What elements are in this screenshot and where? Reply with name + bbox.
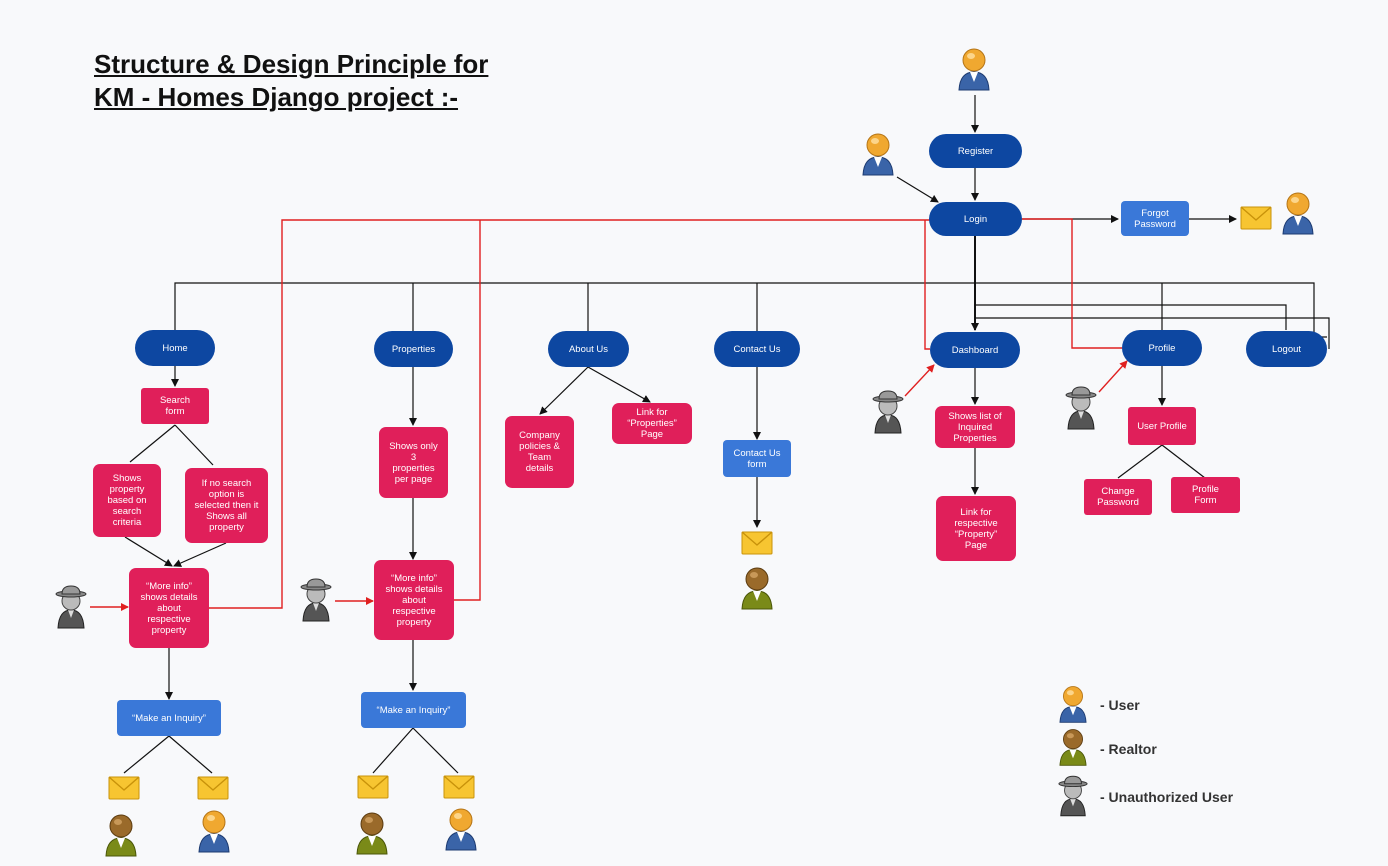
legend-unauthorized-icon [1058,775,1088,817]
envelope-icon [108,776,140,800]
more-info-home-node: “More info” shows details about respecti… [129,568,209,648]
legend-user-icon [1059,686,1087,723]
envelope-icon [357,775,389,799]
login-node: Login [929,202,1022,236]
no-search-node: If no search option is selected then it … [185,468,268,543]
envelope-icon [443,775,475,799]
user-profile-node: User Profile [1128,407,1196,445]
realtor-icon [741,567,773,610]
user-icon [445,808,477,851]
realtor-icon [356,812,388,855]
properties-node: Properties [374,331,453,367]
title-line-2: KM - Homes Django project :- [94,82,459,112]
envelope-icon [197,776,229,800]
register-node: Register [929,134,1022,168]
more-info-properties-node: “More info” shows details about respecti… [374,560,454,640]
profile-node: Profile [1122,330,1202,366]
company-policies-node: Company policies & Team details [505,416,574,488]
link-property-node: Link for respective “Property” Page [936,496,1016,561]
unauthorized-user-icon [872,390,904,434]
legend-user-label: - User [1100,697,1140,713]
user-icon [1282,192,1314,235]
logout-node: Logout [1246,331,1327,367]
user-icon [958,48,990,91]
shows-3-properties-node: Shows only 3 properties per page [379,427,448,498]
shows-property-node: Shows property based on search criteria [93,464,161,537]
contact-us-form-node: Contact Us form [723,440,791,477]
title-line-1: Structure & Design Principle for [94,49,489,79]
about-us-node: About Us [548,331,629,367]
profile-form-node: Profile Form [1171,477,1240,513]
legend-realtor-label: - Realtor [1100,741,1157,757]
user-icon [198,810,230,853]
legend-unauthorized-label: - Unauthorized User [1100,789,1234,805]
link-properties-node: Link for “Properties” Page [612,403,692,444]
make-inquiry-home-node: “Make an Inquiry” [117,700,221,736]
envelope-icon [1240,206,1272,230]
search-form-node: Search form [141,388,209,424]
envelope-icon [741,531,773,555]
make-inquiry-properties-node: “Make an Inquiry” [361,692,466,728]
change-password-node: Change Password [1084,479,1152,515]
legend-realtor-icon [1059,729,1087,766]
home-node: Home [135,330,215,366]
unauthorized-user-icon [300,578,332,622]
contact-us-node: Contact Us [714,331,800,367]
user-icon [862,133,894,176]
forgot-password-node: Forgot Password [1121,201,1189,236]
dashboard-node: Dashboard [930,332,1020,368]
unauthorized-user-icon [55,585,87,629]
inquired-properties-node: Shows list of Inquired Properties [935,406,1015,448]
realtor-icon [105,814,137,857]
unauthorized-user-icon [1065,386,1097,430]
page-title: Structure & Design Principle for KM - Ho… [94,48,488,114]
